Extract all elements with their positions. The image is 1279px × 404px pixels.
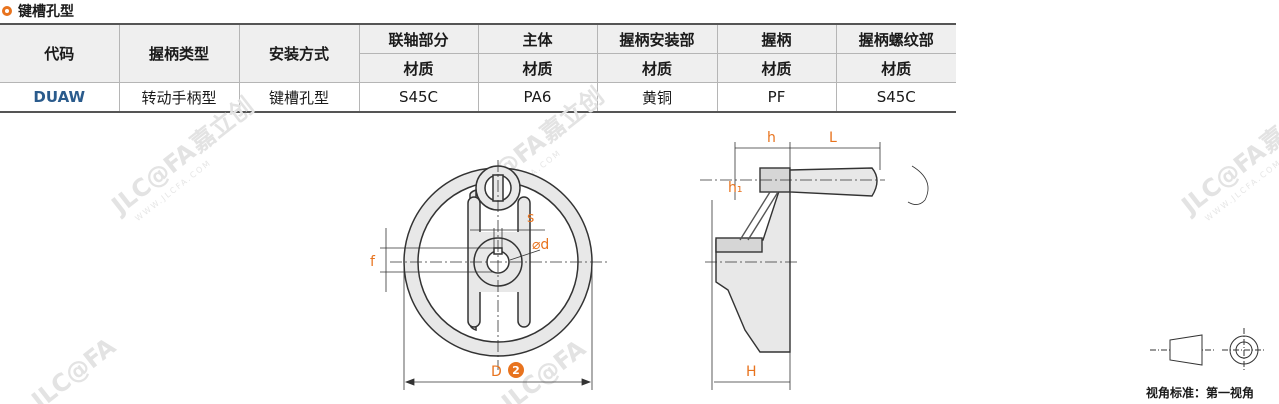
header-handle-type: 握柄类型 [118, 23, 240, 83]
svg-text:嘉立创: 嘉立创 [535, 82, 609, 148]
section-title-text: 键槽孔型 [18, 4, 74, 20]
dim-s: s [527, 210, 534, 226]
header-body: 主体 [477, 23, 598, 54]
badge-2: 2 [508, 362, 524, 378]
cell-handle: PF [716, 82, 837, 113]
header-handle-thread: 握柄螺纹部 [835, 23, 956, 54]
subheader-material: 材质 [477, 53, 598, 83]
dim-h: h [767, 130, 776, 146]
front-dims [380, 160, 610, 390]
dim-D: D [491, 364, 502, 380]
subheader-material: 材质 [835, 53, 956, 83]
header-install: 安装方式 [238, 23, 360, 83]
svg-text:嘉立创: 嘉立创 [185, 92, 259, 158]
dim-d: ⌀d [532, 237, 549, 253]
header-code: 代码 [0, 23, 120, 83]
watermark: JLC@FA 嘉立创 WWW.JLCFA.COM JLC@FA 嘉立创 WWW.… [25, 82, 1279, 404]
dim-L: L [829, 130, 837, 146]
spec-table: 代码 握柄类型 安装方式 联轴部分 主体 握柄安装部 握柄 握柄螺纹部 材质 材… [0, 23, 956, 113]
view-standard-note: 视角标准：第一视角 [1146, 386, 1255, 400]
cell-handle-mount: 黄铜 [596, 82, 718, 113]
section-title: 键槽孔型 [2, 1, 74, 21]
header-handle-mount: 握柄安装部 [596, 23, 718, 54]
subheader-material: 材质 [596, 53, 718, 83]
svg-text:2: 2 [512, 364, 520, 377]
dim-H: H [746, 364, 757, 380]
svg-text:JLC@FA: JLC@FA [25, 332, 121, 404]
first-angle-projection-icon [1150, 328, 1266, 372]
subheader-material: 材质 [358, 53, 479, 83]
side-dims [700, 142, 929, 390]
dim-f: f [370, 254, 376, 270]
cell-install: 键槽孔型 [238, 82, 360, 113]
cell-handle-thread: S45C [835, 82, 956, 113]
cell-body: PA6 [477, 82, 598, 113]
subheader-material: 材质 [716, 53, 837, 83]
cell-shaft-part: S45C [358, 82, 479, 113]
ring-icon [2, 6, 12, 16]
cell-handle-type: 转动手柄型 [118, 82, 240, 113]
dim-h1: h₁ [728, 180, 743, 196]
